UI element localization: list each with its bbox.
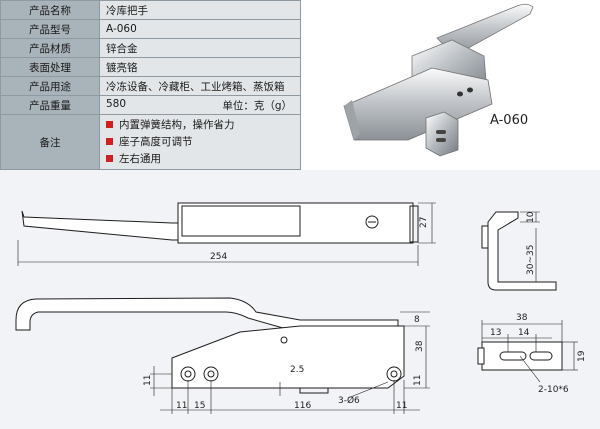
dim-bracket-a: 10 (526, 211, 536, 223)
spec-value: 冷库把手 (99, 0, 301, 20)
note-item: 左右通用 (106, 151, 300, 168)
handle-render-image: A-060 (343, 3, 534, 157)
dim-top-offset: 8 (414, 315, 420, 325)
model-label: A-060 (490, 113, 528, 128)
weight-unit: 单位：克（g） (222, 99, 292, 112)
spec-value: A-060 (99, 19, 301, 39)
dim-holes: 3-Ø6 (338, 395, 360, 406)
dim-bracket-height: 19 (577, 350, 587, 362)
bullet-icon (106, 120, 113, 128)
weight-value: 580 (106, 97, 127, 110)
dim-side-height: 38 (415, 340, 425, 352)
notes-cell: 内置弹簧结构，操作省力 座子高度可调节 左右通用 (99, 114, 301, 170)
spec-value: 冷冻设备、冷藏柜、工业烤箱、蒸饭箱 (99, 76, 301, 96)
dim-d3: 116 (294, 401, 311, 411)
spec-label: 产品重量 (0, 95, 100, 115)
spec-value: 镀亮铬 (99, 57, 301, 77)
note-item: 座子高度可调节 (106, 134, 300, 151)
dim-right-height: 11 (413, 375, 423, 386)
spec-row-model: 产品型号 A-060 (0, 19, 301, 39)
technical-drawing: 254 27 10 30~35 (0, 170, 600, 429)
spec-table: 产品名称 冷库把手 产品型号 A-060 产品材质 锌合金 表面处理 镀亮铬 产… (0, 0, 301, 170)
bracket-plan-view (477, 320, 578, 383)
spec-label: 产品名称 (0, 0, 100, 20)
spec-label: 产品型号 (0, 19, 100, 39)
product-photo: A-060 (312, 0, 600, 168)
spec-row-weight: 产品重量 580 单位：克（g） (0, 95, 301, 115)
top-view (17, 202, 436, 266)
dim-left-height: 11 (143, 375, 153, 386)
dimension-drawing: 254 27 10 30~35 (15, 202, 587, 414)
bullet-icon (106, 137, 113, 145)
spec-label: 产品材质 (0, 38, 100, 58)
spec-value: 580 单位：克（g） (99, 95, 301, 115)
dim-step: 2.5 (290, 365, 304, 375)
spec-label: 备注 (0, 114, 100, 170)
spec-row-finish: 表面处理 镀亮铬 (0, 57, 301, 77)
spec-row-name: 产品名称 冷库把手 (0, 0, 301, 20)
dim-length: 254 (210, 252, 227, 262)
note-item: 内置弹簧结构，操作省力 (106, 117, 300, 134)
bullet-icon (106, 154, 113, 162)
spec-row-usage: 产品用途 冷冻设备、冷藏柜、工业烤箱、蒸饭箱 (0, 76, 301, 96)
spec-label: 表面处理 (0, 57, 100, 77)
bracket-side-view (481, 211, 557, 291)
side-view (15, 297, 430, 414)
dim-height: 27 (419, 217, 429, 228)
dim-bracket-14: 14 (518, 328, 530, 338)
dim-bracket-width: 38 (516, 313, 528, 323)
dim-d4: 11 (396, 401, 407, 411)
spec-row-notes: 备注 内置弹簧结构，操作省力 座子高度可调节 左右通用 (0, 114, 301, 170)
dim-bracket-13: 13 (490, 328, 501, 338)
notes-list: 内置弹簧结构，操作省力 座子高度可调节 左右通用 (106, 117, 300, 168)
spec-row-material: 产品材质 锌合金 (0, 38, 301, 58)
dim-bracket-b: 30~35 (526, 245, 536, 275)
spec-label: 产品用途 (0, 76, 100, 96)
dim-bracket-slots: 2-10*6 (538, 385, 569, 395)
dim-d2: 15 (194, 401, 205, 411)
spec-value: 锌合金 (99, 38, 301, 58)
dim-d1: 11 (176, 401, 187, 411)
